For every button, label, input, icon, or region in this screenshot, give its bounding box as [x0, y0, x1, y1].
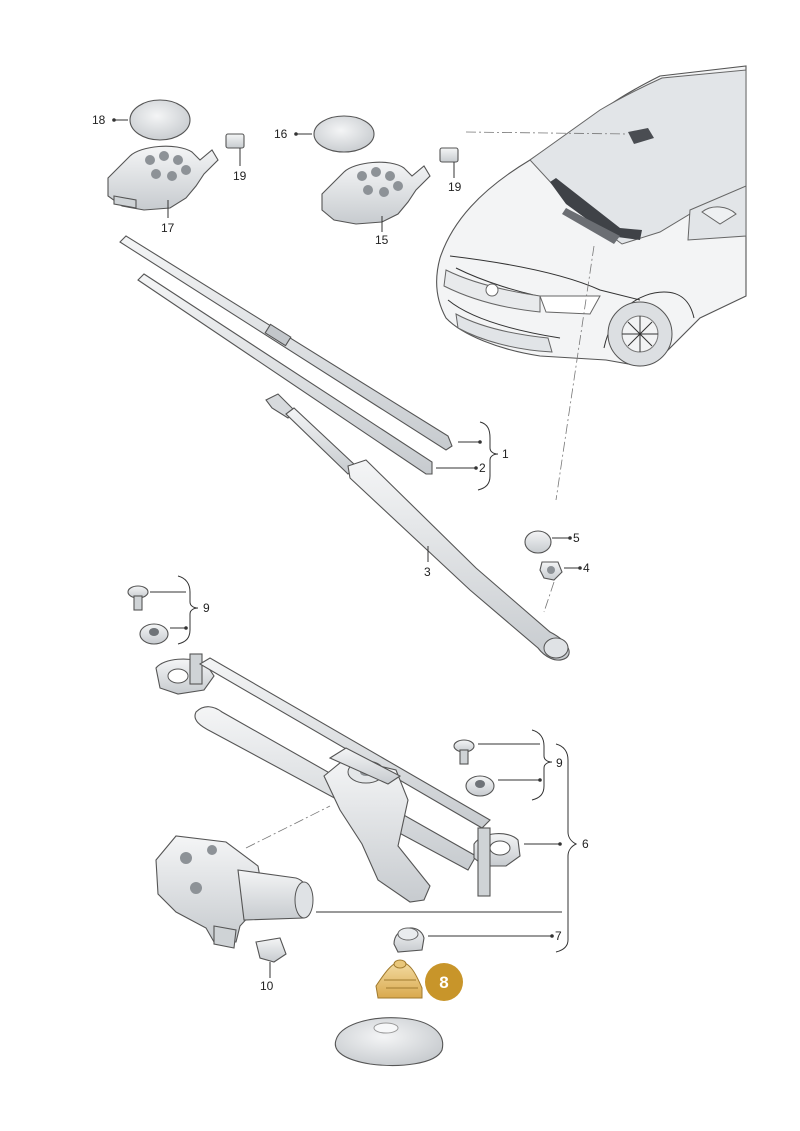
rain-light-sensor-group-left: [107, 99, 245, 211]
connector-10: [255, 937, 287, 963]
callout-9-right: 9: [556, 756, 563, 770]
nut-4: [539, 561, 563, 581]
sensor-housing-15: [321, 161, 431, 225]
callout-10: 10: [260, 979, 274, 993]
leader-lines: [112, 118, 582, 978]
sensor-housing-17: [107, 145, 219, 211]
connector-19a: [225, 133, 245, 149]
callout-18: 18: [92, 113, 106, 127]
mounting-hardware-9-right: [453, 739, 495, 797]
callout-19-left: 19: [233, 169, 247, 183]
wiper-arm-3: [265, 393, 570, 661]
connector-19b: [439, 147, 459, 163]
callout-7: 7: [555, 929, 562, 943]
rain-light-sensor-group-right: [313, 115, 459, 225]
wiper-blades: [119, 235, 453, 475]
sensor-gel-pad-16: [313, 115, 375, 153]
callout-19-right: 19: [448, 180, 462, 194]
wiper-linkage-frame: [155, 653, 521, 903]
callout-9-left: 9: [203, 601, 210, 615]
vehicle-illustration: [436, 65, 747, 367]
callout-15: 15: [375, 233, 389, 247]
callout-6: 6: [582, 837, 589, 851]
highlight-badge-icon: [425, 963, 463, 1001]
callout-2: 2: [479, 461, 486, 475]
sensor-gel-pad-18: [129, 99, 191, 141]
cap-7: [393, 927, 425, 953]
callout-1: 1: [502, 447, 509, 461]
wiper-motor: [155, 835, 314, 949]
callout-17: 17: [161, 221, 175, 235]
cap-5: [524, 530, 552, 554]
bottom-pad: [334, 1017, 444, 1066]
callout-4: 4: [583, 561, 590, 575]
highlighted-part-8: [375, 959, 423, 999]
callout-5: 5: [573, 531, 580, 545]
callout-3: 3: [424, 565, 431, 579]
callout-8: 8: [439, 973, 448, 992]
mounting-hardware-9-left: [127, 585, 169, 645]
wiper-blade-2: [137, 273, 433, 475]
callout-8-badge: 8: [425, 963, 463, 1001]
callout-16: 16: [274, 127, 288, 141]
